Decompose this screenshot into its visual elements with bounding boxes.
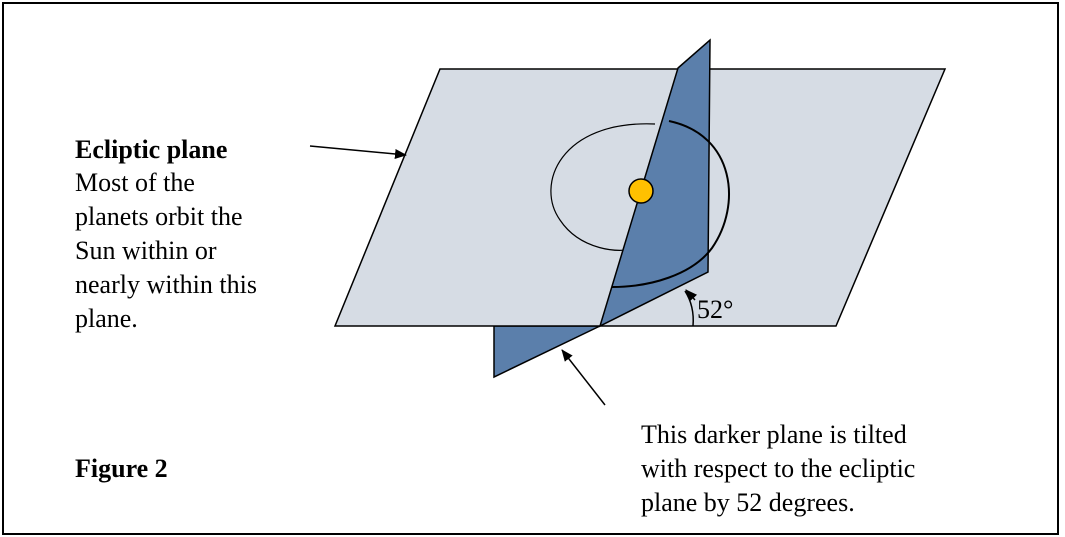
ecliptic-description-line-5: plane. [75,304,138,333]
tilted-orbit [611,120,730,288]
ecliptic-description-line-2: planets orbit the [75,202,243,231]
angle-label: 52° [697,295,734,324]
dark-plane-description-line-2: with respect to the ecliptic [641,454,916,483]
ecliptic-description-line-4: nearly within this [75,270,257,299]
orbit-ellipse [550,123,656,251]
ecliptic-plane-title: Ecliptic plane [75,135,228,164]
tilted-plane-lower [493,325,601,379]
figure-label: Figure 2 [75,454,168,483]
dark-plane-description-line-1: This darker plane is tilted [641,420,907,449]
tilted-plane-upper [598,38,711,328]
dark-plane-arrow [561,349,606,406]
ecliptic-description-line-1: Most of the [75,168,195,197]
ecliptic-description-line-3: Sun within or [75,236,217,265]
dark-plane-description-line-3: plane by 52 degrees. [641,488,855,517]
sun [628,178,654,204]
ecliptic-arrow [309,145,407,159]
angle-arrow [685,289,698,302]
